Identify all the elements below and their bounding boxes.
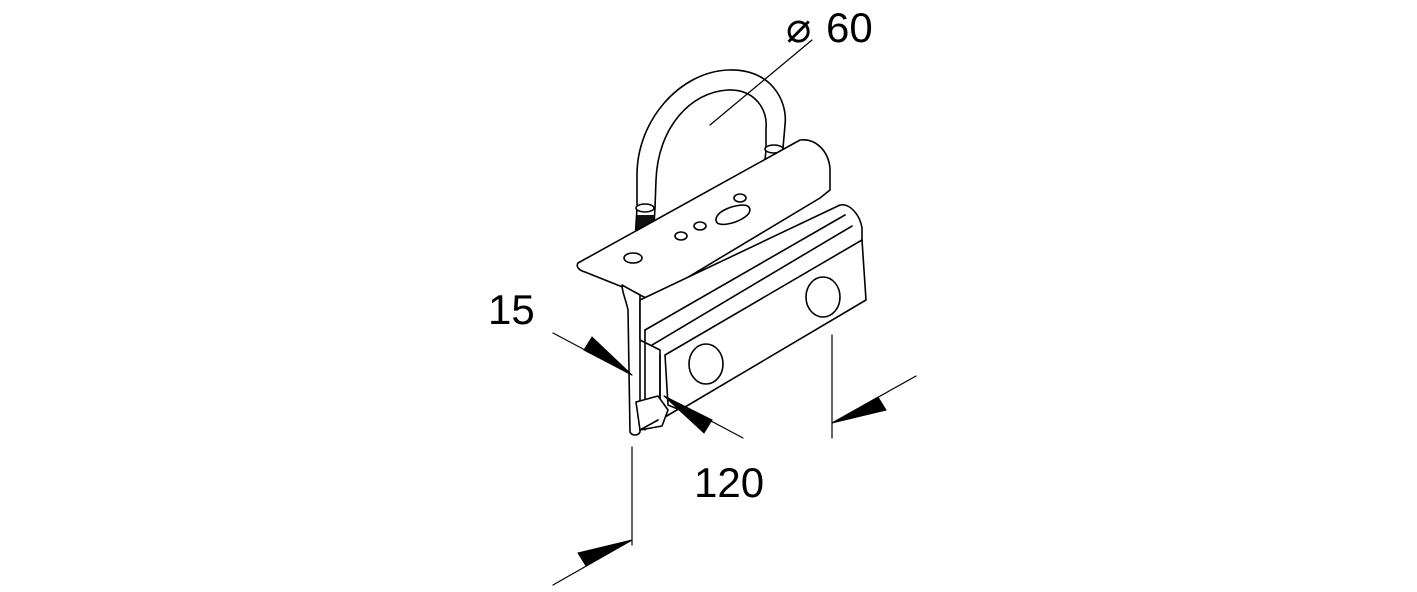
dim-length: 120 — [552, 334, 917, 586]
arrow-thickness-right — [663, 395, 713, 434]
diameter-symbol: ⌀ — [786, 4, 811, 51]
length-label: 120 — [694, 459, 764, 506]
arrow-length-right — [831, 396, 887, 424]
arrow-length-left — [577, 539, 633, 567]
bracket-body — [576, 139, 867, 436]
dim-diameter: ⌀ 60 — [709, 4, 873, 126]
arrow-thickness-left — [583, 336, 633, 376]
thickness-label: 15 — [488, 286, 535, 333]
diameter-label: 60 — [826, 4, 873, 51]
dim-thickness: 15 — [488, 286, 744, 439]
